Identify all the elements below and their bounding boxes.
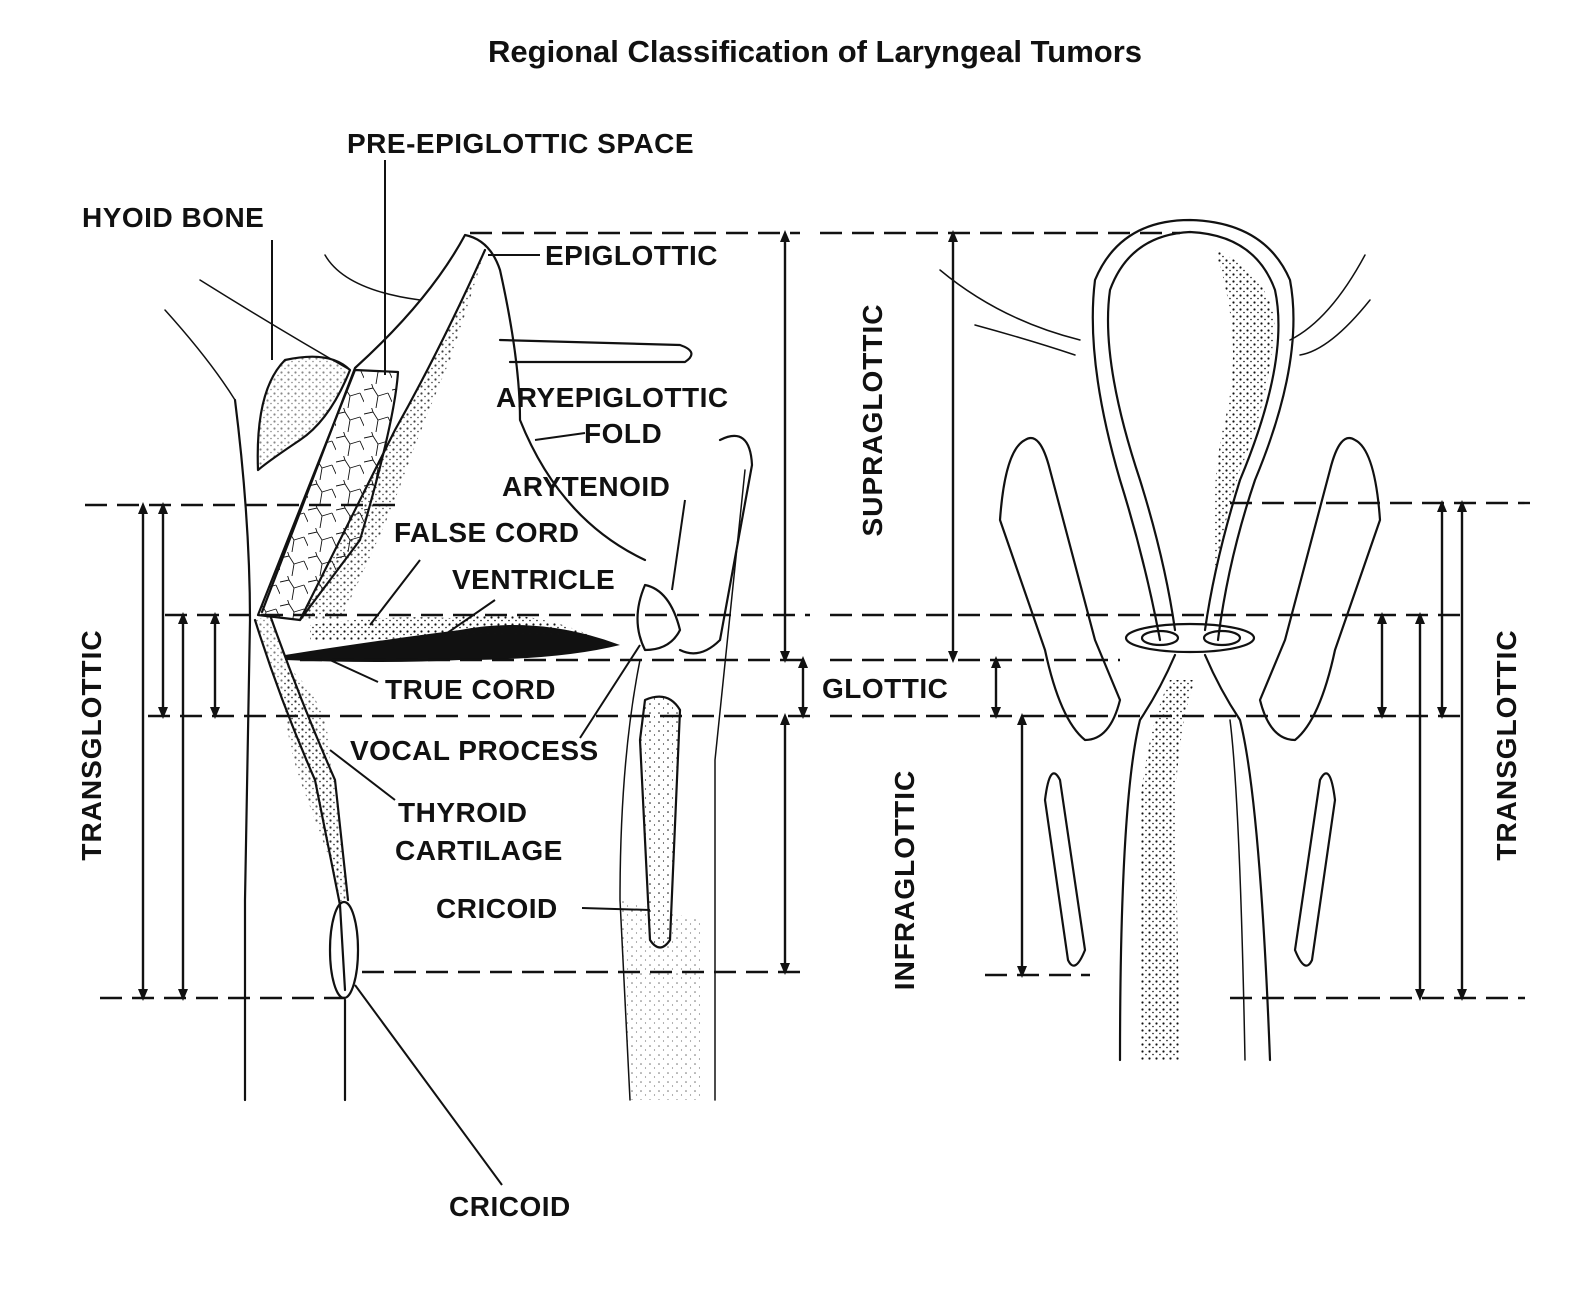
- label-glottic: GLOTTIC: [822, 673, 948, 704]
- label-epiglottic: EPIGLOTTIC: [545, 240, 718, 271]
- label-thyroid-line1: THYROID: [398, 797, 528, 828]
- label-hyoid-bone: HYOID BONE: [82, 202, 264, 233]
- label-aryepiglottic-line2: FOLD: [584, 418, 662, 449]
- label-infraglottic: INFRAGLOTTIC: [889, 770, 920, 990]
- label-cricoid-bottom: CRICOID: [449, 1191, 571, 1222]
- level-lines: [85, 233, 1530, 998]
- label-cricoid-inner: CRICOID: [436, 893, 558, 924]
- label-transglottic-right: TRANSGLOTTIC: [1491, 629, 1522, 860]
- label-vocal-process: VOCAL PROCESS: [350, 735, 599, 766]
- label-true-cord: TRUE CORD: [385, 674, 556, 705]
- diagram-title: Regional Classification of Laryngeal Tum…: [488, 34, 1142, 69]
- label-thyroid-line2: CARTILAGE: [395, 835, 563, 866]
- label-supraglottic: SUPRAGLOTTIC: [857, 304, 888, 537]
- label-aryepiglottic-line1: ARYEPIGLOTTIC: [496, 382, 729, 413]
- label-pre-epiglottic-space: PRE-EPIGLOTTIC SPACE: [347, 128, 694, 159]
- coronal-larynx-drawing: [940, 220, 1380, 1060]
- label-arytenoid: ARYTENOID: [502, 471, 670, 502]
- label-false-cord: FALSE CORD: [394, 517, 579, 548]
- label-transglottic-left: TRANSGLOTTIC: [76, 629, 107, 860]
- sagittal-larynx-drawing: [165, 160, 752, 1185]
- label-ventricle: VENTRICLE: [452, 564, 615, 595]
